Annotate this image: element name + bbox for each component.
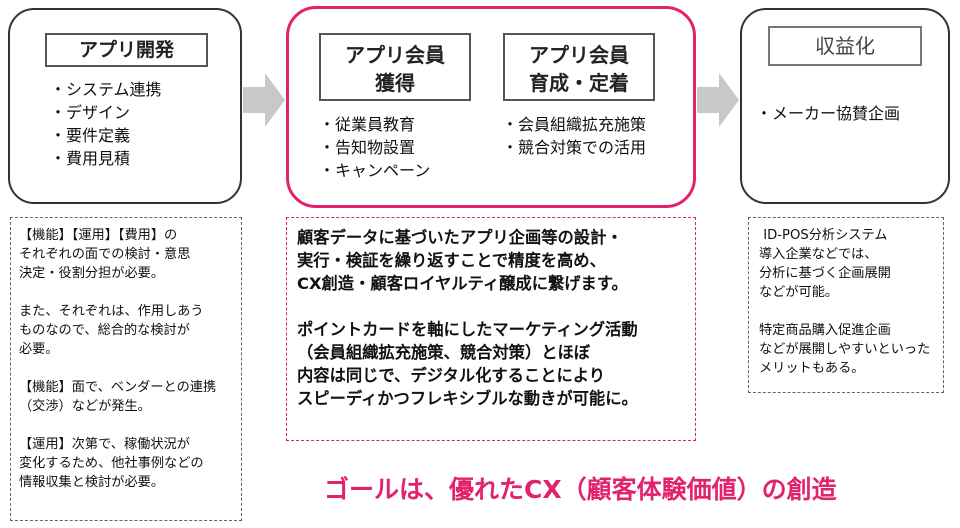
note-app-development: 【機能】【運用】【費用】の それぞれの面での検討・意思 決定・役割分担が必要。 … xyxy=(10,217,242,521)
list-item: 要件定義 xyxy=(50,124,162,147)
goal-text: ゴールは、優れたCX（顧客体験価値）の創造 xyxy=(324,475,837,504)
note-line: 導入企業などでは、 xyxy=(759,247,878,262)
list-item: 費用見積 xyxy=(50,147,162,170)
note-line: それぞれの面での検討・意思 xyxy=(19,247,191,262)
note-line: （会員組織拡充施策、競合対策）とほぼ xyxy=(297,343,591,362)
stage-items-member-acquisition: 従業員教育 告知物設置 キャンペーン xyxy=(319,113,430,182)
list-item: メーカー協賛企画 xyxy=(756,102,900,125)
note-line: 実行・検証を繰り返すことで精度を高め、 xyxy=(297,251,606,270)
note-line: などが展開しやすいといった xyxy=(759,342,931,357)
note-line: メリットもある。 xyxy=(759,361,865,376)
stage-title-app-development: アプリ開発 xyxy=(45,33,208,67)
note-line: ものなので、総合的な検討が xyxy=(19,323,190,338)
stage-app-development: アプリ開発 システム連携 デザイン 要件定義 費用見積 xyxy=(8,8,242,204)
note-monetization: ID-POS分析システム 導入企業などでは、 分析に基づく企画展開 などが可能。… xyxy=(748,217,944,393)
note-member: 顧客データに基づいたアプリ企画等の設計・ 実行・検証を繰り返すことで精度を高め、… xyxy=(286,217,696,441)
arrow-right-icon xyxy=(243,73,285,127)
list-item: 会員組織拡充施策 xyxy=(502,113,646,136)
note-line: ID-POS分析システム xyxy=(759,228,888,243)
stage-title-text: アプリ開発 xyxy=(78,39,174,61)
note-line: 必要。 xyxy=(19,342,59,357)
note-line: 【機能】【運用】【費用】の xyxy=(19,228,178,243)
note-line: また、それぞれは、作用しあう xyxy=(19,304,204,319)
note-line: 分析に基づく企画展開 xyxy=(759,266,891,281)
stage-items-monetization: メーカー協賛企画 xyxy=(756,102,900,125)
note-line: 特定商品購入促進企画 xyxy=(759,323,891,338)
stage-title-line: 育成・定着 xyxy=(529,71,629,95)
stage-title-monetization: 収益化 xyxy=(768,26,922,66)
note-line: （交渉）などが発生。 xyxy=(19,399,151,414)
list-item: システム連携 xyxy=(50,78,162,101)
stage-title-text: 収益化 xyxy=(815,34,875,58)
note-line: 変化するため、他社事例などの xyxy=(19,456,204,471)
list-item: 告知物設置 xyxy=(319,136,430,159)
list-item: 従業員教育 xyxy=(319,113,430,136)
stage-title-line: 獲得 xyxy=(375,71,415,95)
list-item: デザイン xyxy=(50,101,162,124)
note-line: 情報収集と検討が必要。 xyxy=(19,475,165,490)
stage-title-line: アプリ会員 xyxy=(529,43,629,67)
note-line: 決定・役割分担が必要。 xyxy=(19,266,165,281)
note-line: などが可能。 xyxy=(759,285,839,300)
stage-member-group: アプリ会員 獲得 従業員教育 告知物設置 キャンペーン アプリ会員 育成・定着 … xyxy=(286,6,696,208)
note-line: 内容は同じで、デジタル化することにより xyxy=(297,366,606,385)
note-line: CX創造・顧客ロイヤルティ醸成に繋げます。 xyxy=(297,274,628,293)
stage-title-line: アプリ会員 xyxy=(345,43,445,67)
list-item: 競合対策での活用 xyxy=(502,136,646,159)
stage-title-member-acquisition: アプリ会員 獲得 xyxy=(319,33,471,101)
note-line: スピーディかつフレキシブルな動きが可能に。 xyxy=(297,389,638,408)
note-line: 【運用】次第で、稼働状況が xyxy=(19,437,190,452)
arrow-right-icon xyxy=(697,73,739,127)
list-item: キャンペーン xyxy=(319,159,430,182)
stage-monetization: 収益化 メーカー協賛企画 xyxy=(740,8,950,204)
note-line: ポイントカードを軸にしたマーケティング活動 xyxy=(297,320,638,339)
stage-items-member-retention: 会員組織拡充施策 競合対策での活用 xyxy=(502,113,646,159)
note-line: 【機能】面で、ベンダーとの連携 xyxy=(19,380,217,395)
stage-items-app-development: システム連携 デザイン 要件定義 費用見積 xyxy=(50,78,162,170)
stage-title-member-retention: アプリ会員 育成・定着 xyxy=(503,33,655,101)
note-line: 顧客データに基づいたアプリ企画等の設計・ xyxy=(297,228,623,247)
